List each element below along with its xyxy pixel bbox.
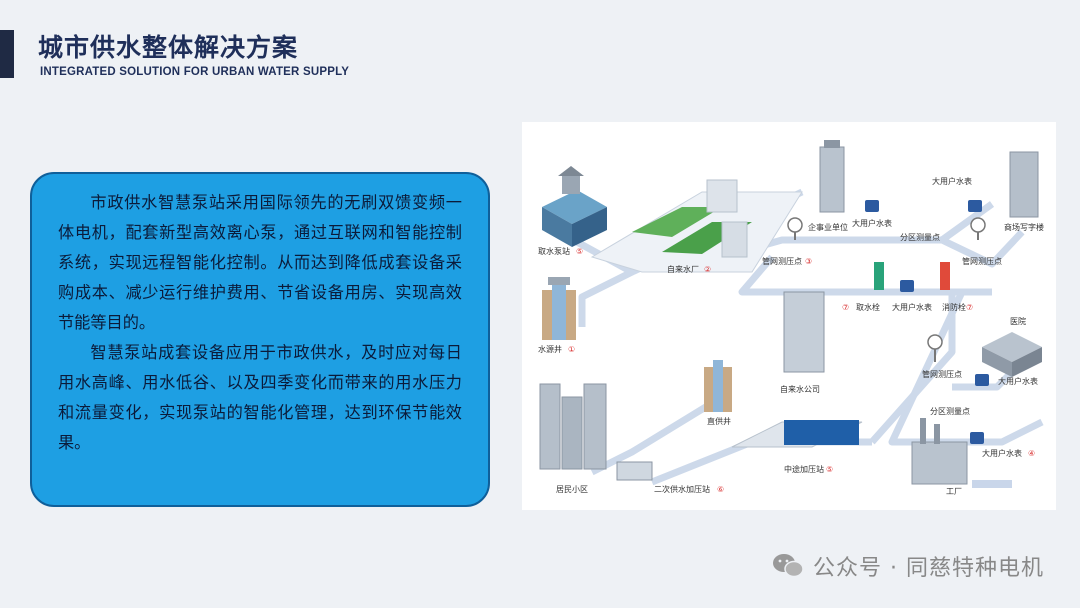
marker-well: ①: [568, 345, 575, 354]
enterprise-building-illustration: [819, 140, 845, 213]
water-company-building-illustration: [783, 291, 825, 373]
label-water-company: 自来水公司: [780, 384, 820, 394]
pressure-gauge-icon: [787, 217, 986, 362]
intake-station-illustration: [542, 166, 607, 247]
title-accent-bar: [0, 30, 14, 78]
label-supply-well: 直供井: [707, 416, 731, 426]
factory-illustration: [911, 418, 1012, 488]
label-booster-station: 中途加压站: [784, 464, 824, 474]
label-source-well: 水源井: [538, 344, 562, 354]
booster-station-illustration: [731, 420, 863, 448]
water-meter-icon: [865, 200, 989, 444]
label-commercial: 商场写字楼: [1004, 222, 1044, 232]
label-residential: 居民小区: [556, 485, 588, 494]
marker-intake: ⑤: [576, 247, 583, 256]
marker-booster: ⑤: [826, 465, 833, 474]
label-secondary-booster: 二次供水加压站: [654, 484, 710, 494]
label-big-meter-2: 大用户水表: [892, 302, 932, 312]
description-paragraph-2: 智慧泵站成套设备应用于市政供水，及时应对每日用水高峰、用水低谷、以及四季变化而带…: [58, 343, 462, 452]
label-big-meter-3: 大用户水表: [998, 376, 1038, 386]
residential-buildings-illustration: [539, 383, 607, 470]
watermark: 公众号 · 同慈特种电机: [771, 550, 1044, 582]
hydrant-icon: [874, 262, 950, 290]
marker-pressure: ③: [805, 257, 812, 266]
label-big-meter-top: 大用户水表: [932, 176, 972, 186]
label-fire-hydrant: 消防栓: [942, 302, 966, 312]
supply-well-illustration: [704, 360, 732, 412]
hospital-building-illustration: [982, 332, 1042, 377]
secondary-booster-illustration: [616, 461, 653, 481]
diagram-canvas: 取水泵站 ⑤ 自来水厂 ② 水源井 ① 管网测压点: [538, 140, 1044, 496]
description-box: 市政供水智慧泵站采用国际领先的无刷双馈变频一体电机，配套新型高效离心泵，通过互联…: [30, 172, 490, 507]
wechat-icon: [773, 554, 804, 578]
label-pipe-pressure-top: 管网测压点: [962, 256, 1002, 266]
page-subtitle: INTEGRATED SOLUTION FOR URBAN WATER SUPP…: [40, 66, 350, 78]
label-water-plant: 自来水厂: [667, 264, 699, 274]
water-supply-diagram: 取水泵站 ⑤ 自来水厂 ② 水源井 ① 管网测压点: [522, 122, 1056, 510]
description-paragraph-1: 市政供水智慧泵站采用国际领先的无刷双馈变频一体电机，配套新型高效离心泵，通过互联…: [58, 193, 462, 332]
label-big-meter-1: 大用户水表: [852, 218, 892, 228]
marker-plant: ②: [704, 265, 711, 274]
marker-hydrant: ⑦: [842, 303, 849, 312]
label-big-meter-4: 大用户水表: [982, 448, 1022, 458]
commercial-building-illustration: [1009, 151, 1039, 218]
label-factory: 工厂: [946, 487, 962, 496]
label-zone-metering-2: 分区测量点: [930, 407, 970, 416]
label-hospital: 医院: [1010, 316, 1026, 326]
water-plant-illustration: [590, 179, 803, 273]
label-pipe-pressure-3: 管网测压点: [762, 256, 802, 266]
label-hydrant-intake: 取水栓: [856, 302, 880, 312]
source-well-illustration: [542, 277, 576, 340]
label-enterprise: 企事业单位: [808, 222, 848, 232]
label-zone-metering-1: 分区测量点: [900, 233, 940, 242]
marker-secondary: ⑥: [717, 485, 724, 494]
page-title: 城市供水整体解决方案: [38, 33, 299, 62]
label-pipe-pressure-2: 管网测压点: [922, 369, 962, 379]
marker-fire: ⑦: [966, 303, 973, 312]
marker-meter4: ④: [1028, 449, 1035, 458]
watermark-text: 公众号 · 同慈特种电机: [813, 556, 1044, 581]
label-intake-station: 取水泵站: [538, 246, 570, 256]
